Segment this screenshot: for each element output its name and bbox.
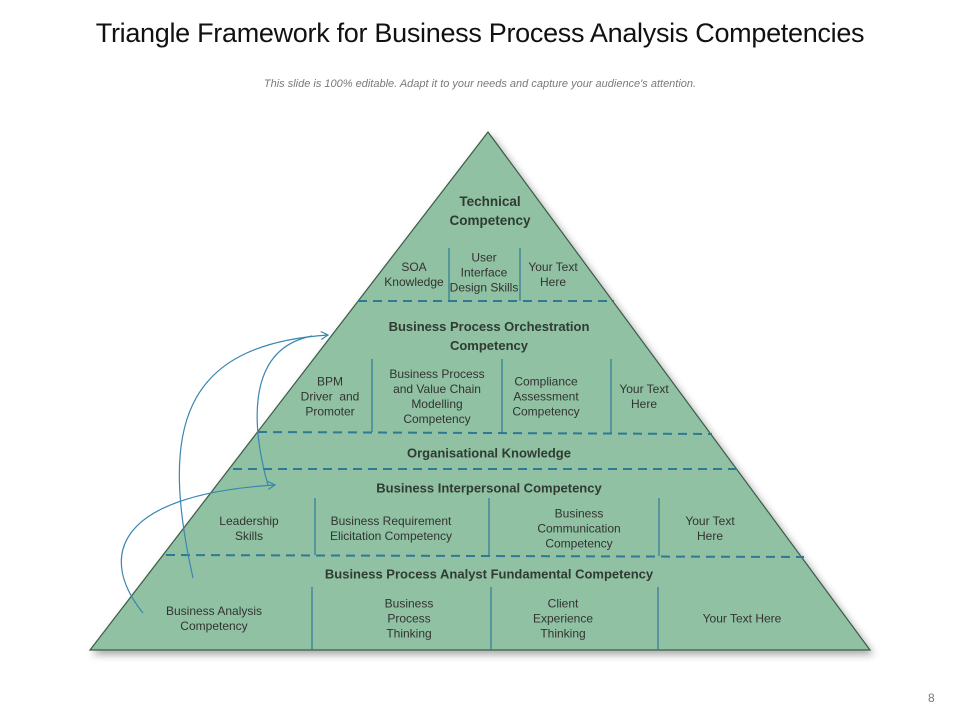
cell-line: Business Analysis [165, 604, 263, 618]
cell-line: Leadership [219, 514, 279, 528]
cell-line: and Value Chain [393, 382, 481, 396]
cell-line: Experience [532, 611, 594, 626]
cell-line: Business [554, 506, 604, 521]
tier1-header-line1: Technical [459, 194, 521, 209]
cell-line: Skills [234, 529, 264, 543]
arrow-analysis-to-interpersonal [120, 480, 277, 614]
cell-line: Process [387, 611, 431, 626]
cell-line: Driver and [300, 389, 360, 404]
cell-line: BPM [316, 374, 343, 389]
cell-line: Here [630, 397, 657, 411]
cell-line: Competency [403, 412, 471, 426]
tier4-cell-communication: Business Communication Competency [537, 507, 620, 552]
cell-line: Compliance [514, 374, 578, 389]
cell-line: Thinking [540, 626, 586, 641]
cell-line: Thinking [386, 626, 432, 641]
cell-line: Elicitation Competency [329, 529, 453, 543]
cell-line: Your Text Here [702, 611, 782, 626]
arrow-analysis-to-orchestration [178, 330, 330, 579]
cell-line: Competency [512, 404, 580, 419]
cell-line: Your Text [619, 382, 669, 396]
slide-subtitle: This slide is 100% editable. Adapt it to… [263, 78, 697, 90]
cell-line: Promoter [305, 404, 355, 419]
page-number: 8 [928, 691, 935, 705]
tier2-cell-compliance: Compliance Assessment Competency [512, 375, 579, 420]
cell-line: Client [547, 596, 579, 611]
tier1-header: Technical Competency [449, 192, 530, 230]
cell-line: Here [539, 275, 566, 289]
tier4-header: Business Interpersonal Competency [376, 480, 602, 496]
cell-line: Business Requirement [330, 514, 452, 528]
tier4-cell-placeholder: Your Text Here [685, 514, 734, 544]
tier2-header: Business Process Orchestration Competenc… [389, 317, 590, 355]
pyramid-triangle [88, 131, 872, 651]
cell-line: Competency [180, 619, 248, 633]
tier5-cell-business-analysis: Business Analysis Competency [166, 604, 262, 634]
progression-arrows [120, 330, 330, 614]
slide-title: Triangle Framework for Business Process … [95, 18, 865, 48]
cell-line: Interface [460, 265, 508, 280]
tier3-header: Organisational Knowledge [407, 445, 571, 461]
cell-line: Your Text [685, 514, 735, 528]
cell-line: Assessment [513, 389, 579, 404]
tier2-header-line2: Competency [449, 338, 529, 353]
tier2-cell-value-chain: Business Process and Value Chain Modelli… [389, 367, 484, 427]
cell-line: User [471, 250, 497, 265]
tier4-cell-leadership: Leadership Skills [219, 514, 278, 544]
tier5-cell-process-thinking: Business Process Thinking [385, 597, 434, 642]
tier5-cell-placeholder: Your Text Here [703, 612, 782, 627]
tier2-cell-placeholder: Your Text Here [619, 382, 668, 412]
tier2-header-line1: Business Process Orchestration [388, 319, 590, 334]
divider-tier2 [257, 431, 713, 435]
tier1-cell-ui-design: User Interface Design Skills [450, 251, 519, 296]
tier1-header-line2: Competency [449, 213, 531, 228]
arrow-interpersonal-curve [256, 335, 313, 486]
cell-line: Competency [545, 536, 613, 551]
tier5-header: Business Process Analyst Fundamental Com… [324, 566, 654, 582]
tier1-cell-placeholder: Your Text Here [528, 260, 577, 290]
tier2-cell-bpm: BPM Driver and Promoter [301, 375, 360, 420]
tier4-cell-requirement-elicitation: Business Requirement Elicitation Compete… [330, 514, 452, 544]
cell-line: Modelling [411, 397, 463, 411]
cell-dividers [311, 248, 660, 650]
cell-line: Communication [537, 521, 621, 536]
tier5-cell-client-experience: Client Experience Thinking [533, 597, 593, 642]
divider-tier4 [165, 554, 805, 558]
cell-line: Business Process [389, 367, 485, 381]
cell-line: Business [384, 596, 434, 611]
cell-line: Knowledge [384, 275, 444, 289]
cell-line: Design Skills [449, 280, 519, 295]
cell-line: Here [696, 529, 723, 543]
cell-line: Your Text [528, 260, 578, 274]
cell-line: SOA [401, 260, 427, 274]
tier-dividers [165, 300, 805, 558]
tier1-cell-soa: SOA Knowledge [384, 260, 443, 290]
